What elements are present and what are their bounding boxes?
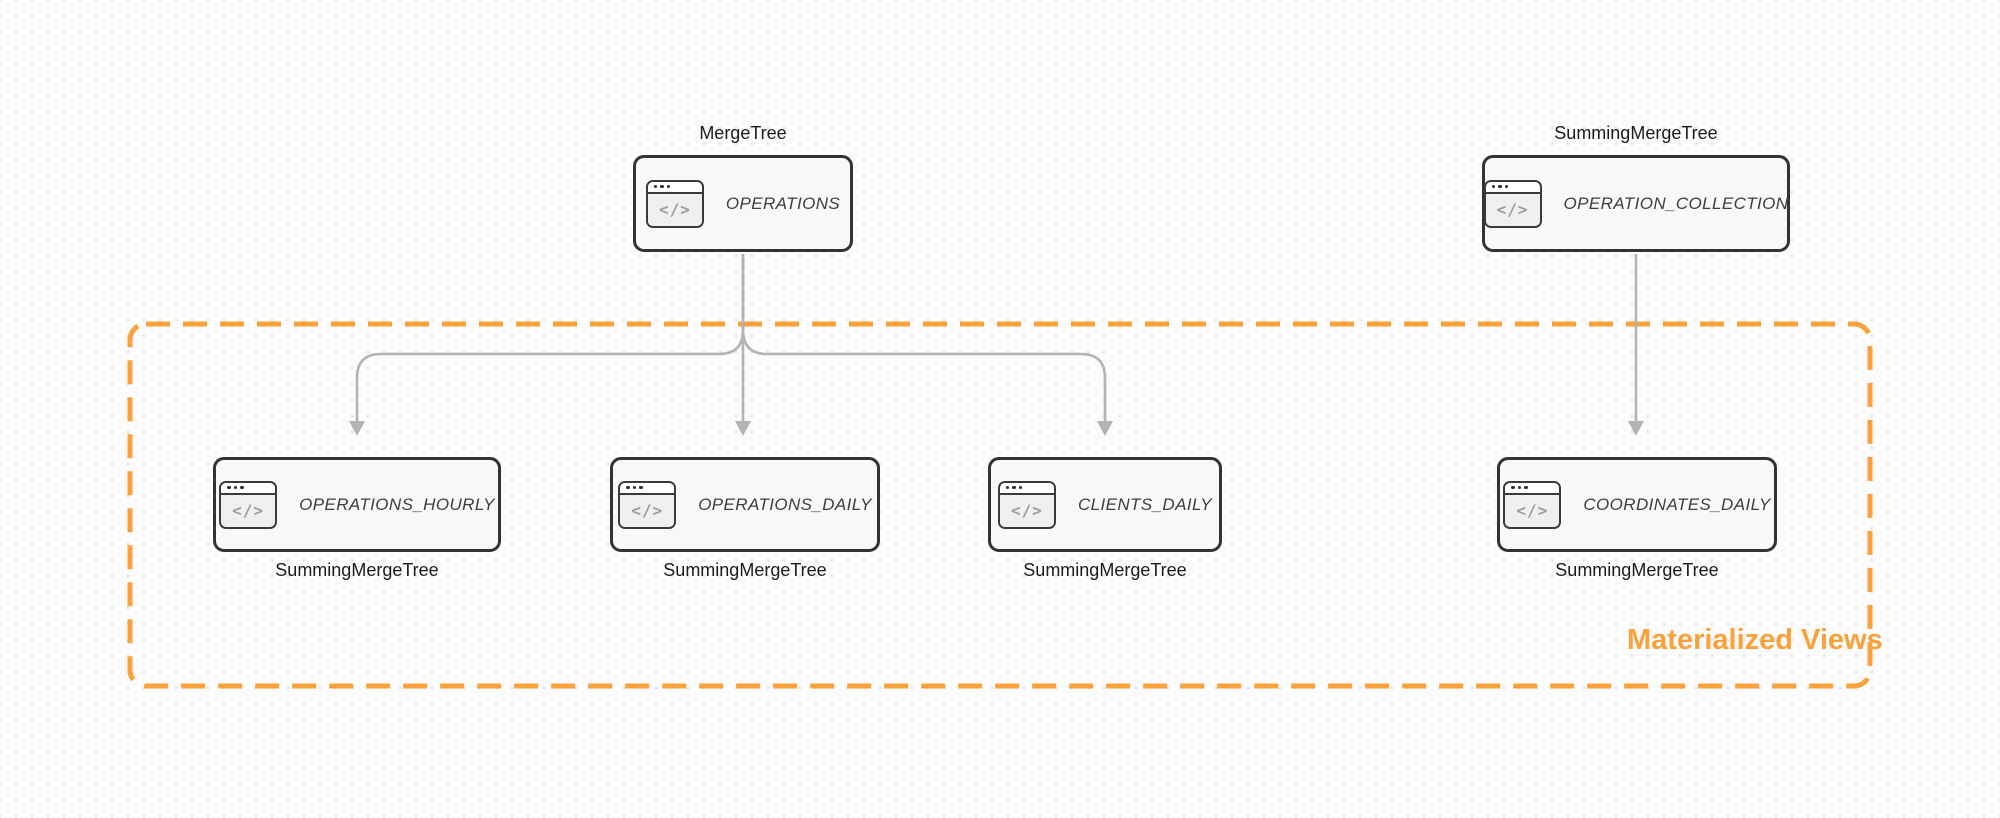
window-dots bbox=[999, 482, 1054, 495]
node-name-operations-daily: OPERATIONS_DAILY bbox=[698, 494, 872, 514]
window-dots bbox=[620, 482, 675, 495]
engine-label-operations-hourly: SummingMergeTree bbox=[275, 560, 439, 580]
edge-operations-to-clients-daily bbox=[741, 254, 1113, 436]
code-window-icon: </> bbox=[618, 480, 677, 529]
node-operations-daily: SummingMergeTree </> OPERATIONS_DAILY bbox=[610, 457, 880, 580]
node-name-operation-collection: OPERATION_COLLECTION bbox=[1563, 193, 1789, 213]
engine-label-operation-collection: SummingMergeTree bbox=[1554, 123, 1718, 143]
node-name-clients-daily: CLIENTS_DAILY bbox=[1077, 494, 1213, 514]
code-window-icon: </> bbox=[1503, 480, 1562, 529]
node-operations: MergeTree </> OPERATIONS bbox=[633, 123, 853, 252]
window-dots bbox=[1505, 482, 1560, 495]
code-window-icon: </> bbox=[997, 480, 1056, 529]
window-dots bbox=[1485, 181, 1540, 194]
code-glyph: </> bbox=[620, 494, 675, 527]
engine-label-operations-daily: SummingMergeTree bbox=[663, 560, 827, 580]
window-dots bbox=[221, 482, 276, 495]
materialized-views-label: Materialized Views bbox=[1627, 624, 1883, 656]
code-glyph: </> bbox=[647, 193, 702, 226]
window-dots bbox=[647, 181, 702, 194]
node-coordinates-daily: SummingMergeTree </> COORDINATES_DAILY bbox=[1497, 457, 1777, 580]
code-glyph: </> bbox=[1485, 193, 1540, 226]
code-glyph: </> bbox=[221, 494, 276, 527]
node-name-operations-hourly: OPERATIONS_HOURLY bbox=[299, 494, 495, 514]
code-glyph: </> bbox=[1505, 494, 1560, 527]
code-window-icon: </> bbox=[645, 179, 704, 228]
node-clients-daily: SummingMergeTree </> CLIENTS_DAILY bbox=[988, 457, 1222, 580]
code-window-icon: </> bbox=[1483, 179, 1542, 228]
node-operations-hourly: SummingMergeTree </> OPERATIONS_HOURLY bbox=[213, 457, 501, 580]
edge-operations-to-operations-hourly bbox=[349, 254, 745, 436]
code-glyph: </> bbox=[999, 494, 1054, 527]
engine-label-clients-daily: SummingMergeTree bbox=[1023, 560, 1187, 580]
node-name-coordinates-daily: COORDINATES_DAILY bbox=[1583, 494, 1771, 514]
engine-label-coordinates-daily: SummingMergeTree bbox=[1555, 560, 1719, 580]
engine-label-operations: MergeTree bbox=[699, 123, 787, 143]
code-window-icon: </> bbox=[219, 480, 278, 529]
node-operation-collection: SummingMergeTree </> OPERATION_COLLECTIO… bbox=[1482, 123, 1790, 252]
node-name-operations: OPERATIONS bbox=[725, 193, 841, 213]
